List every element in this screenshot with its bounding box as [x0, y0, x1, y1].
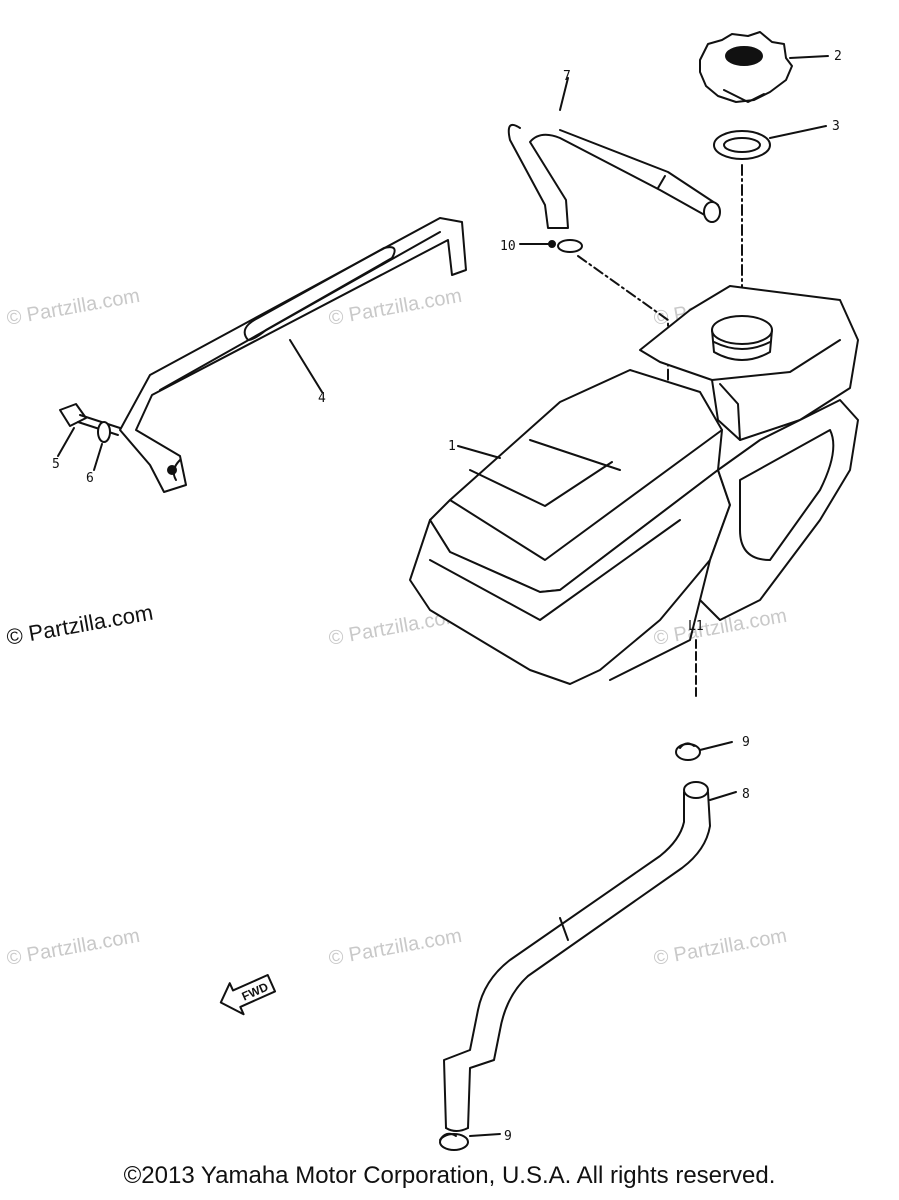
watermark-text-dark: © Partzilla.com — [5, 600, 155, 650]
tank-mark: L1 — [688, 619, 704, 634]
callout-3: 3 — [832, 119, 840, 134]
tank-strap — [119, 217, 467, 493]
fuel-cap — [699, 31, 829, 103]
watermark-text: © Partzilla.com — [5, 285, 142, 330]
callout-7: 7 — [563, 69, 571, 84]
watermark-text: © Partzilla.com — [652, 925, 789, 970]
bolt-washer — [57, 403, 121, 471]
watermark-text: © Partzilla.com — [327, 925, 464, 970]
callout-9-upper: 9 — [742, 735, 750, 750]
vent-hose — [507, 77, 721, 229]
copyright-notice: ©2013 Yamaha Motor Corporation, U.S.A. A… — [123, 1162, 776, 1189]
callout-4: 4 — [318, 391, 326, 406]
callout-9-lower: 9 — [504, 1129, 512, 1144]
callout-5: 5 — [52, 457, 60, 472]
callout-1: 1 — [448, 439, 456, 454]
hose-clip-lower — [439, 1132, 501, 1151]
callouts: 2 3 7 10 4 1 5 6 9 8 9 — [52, 49, 842, 1144]
hose-clip-upper — [675, 741, 733, 761]
callout-8: 8 — [742, 787, 750, 802]
fuel-tank: L1 — [409, 285, 859, 701]
callout-10: 10 — [500, 239, 516, 254]
fwd-arrow-icon: FWD — [219, 974, 277, 1016]
watermark-text: © Partzilla.com — [5, 925, 142, 970]
callout-6: 6 — [86, 471, 94, 486]
callout-2: 2 — [834, 49, 842, 64]
drain-hose — [443, 781, 737, 1132]
cap-gasket — [713, 125, 827, 301]
